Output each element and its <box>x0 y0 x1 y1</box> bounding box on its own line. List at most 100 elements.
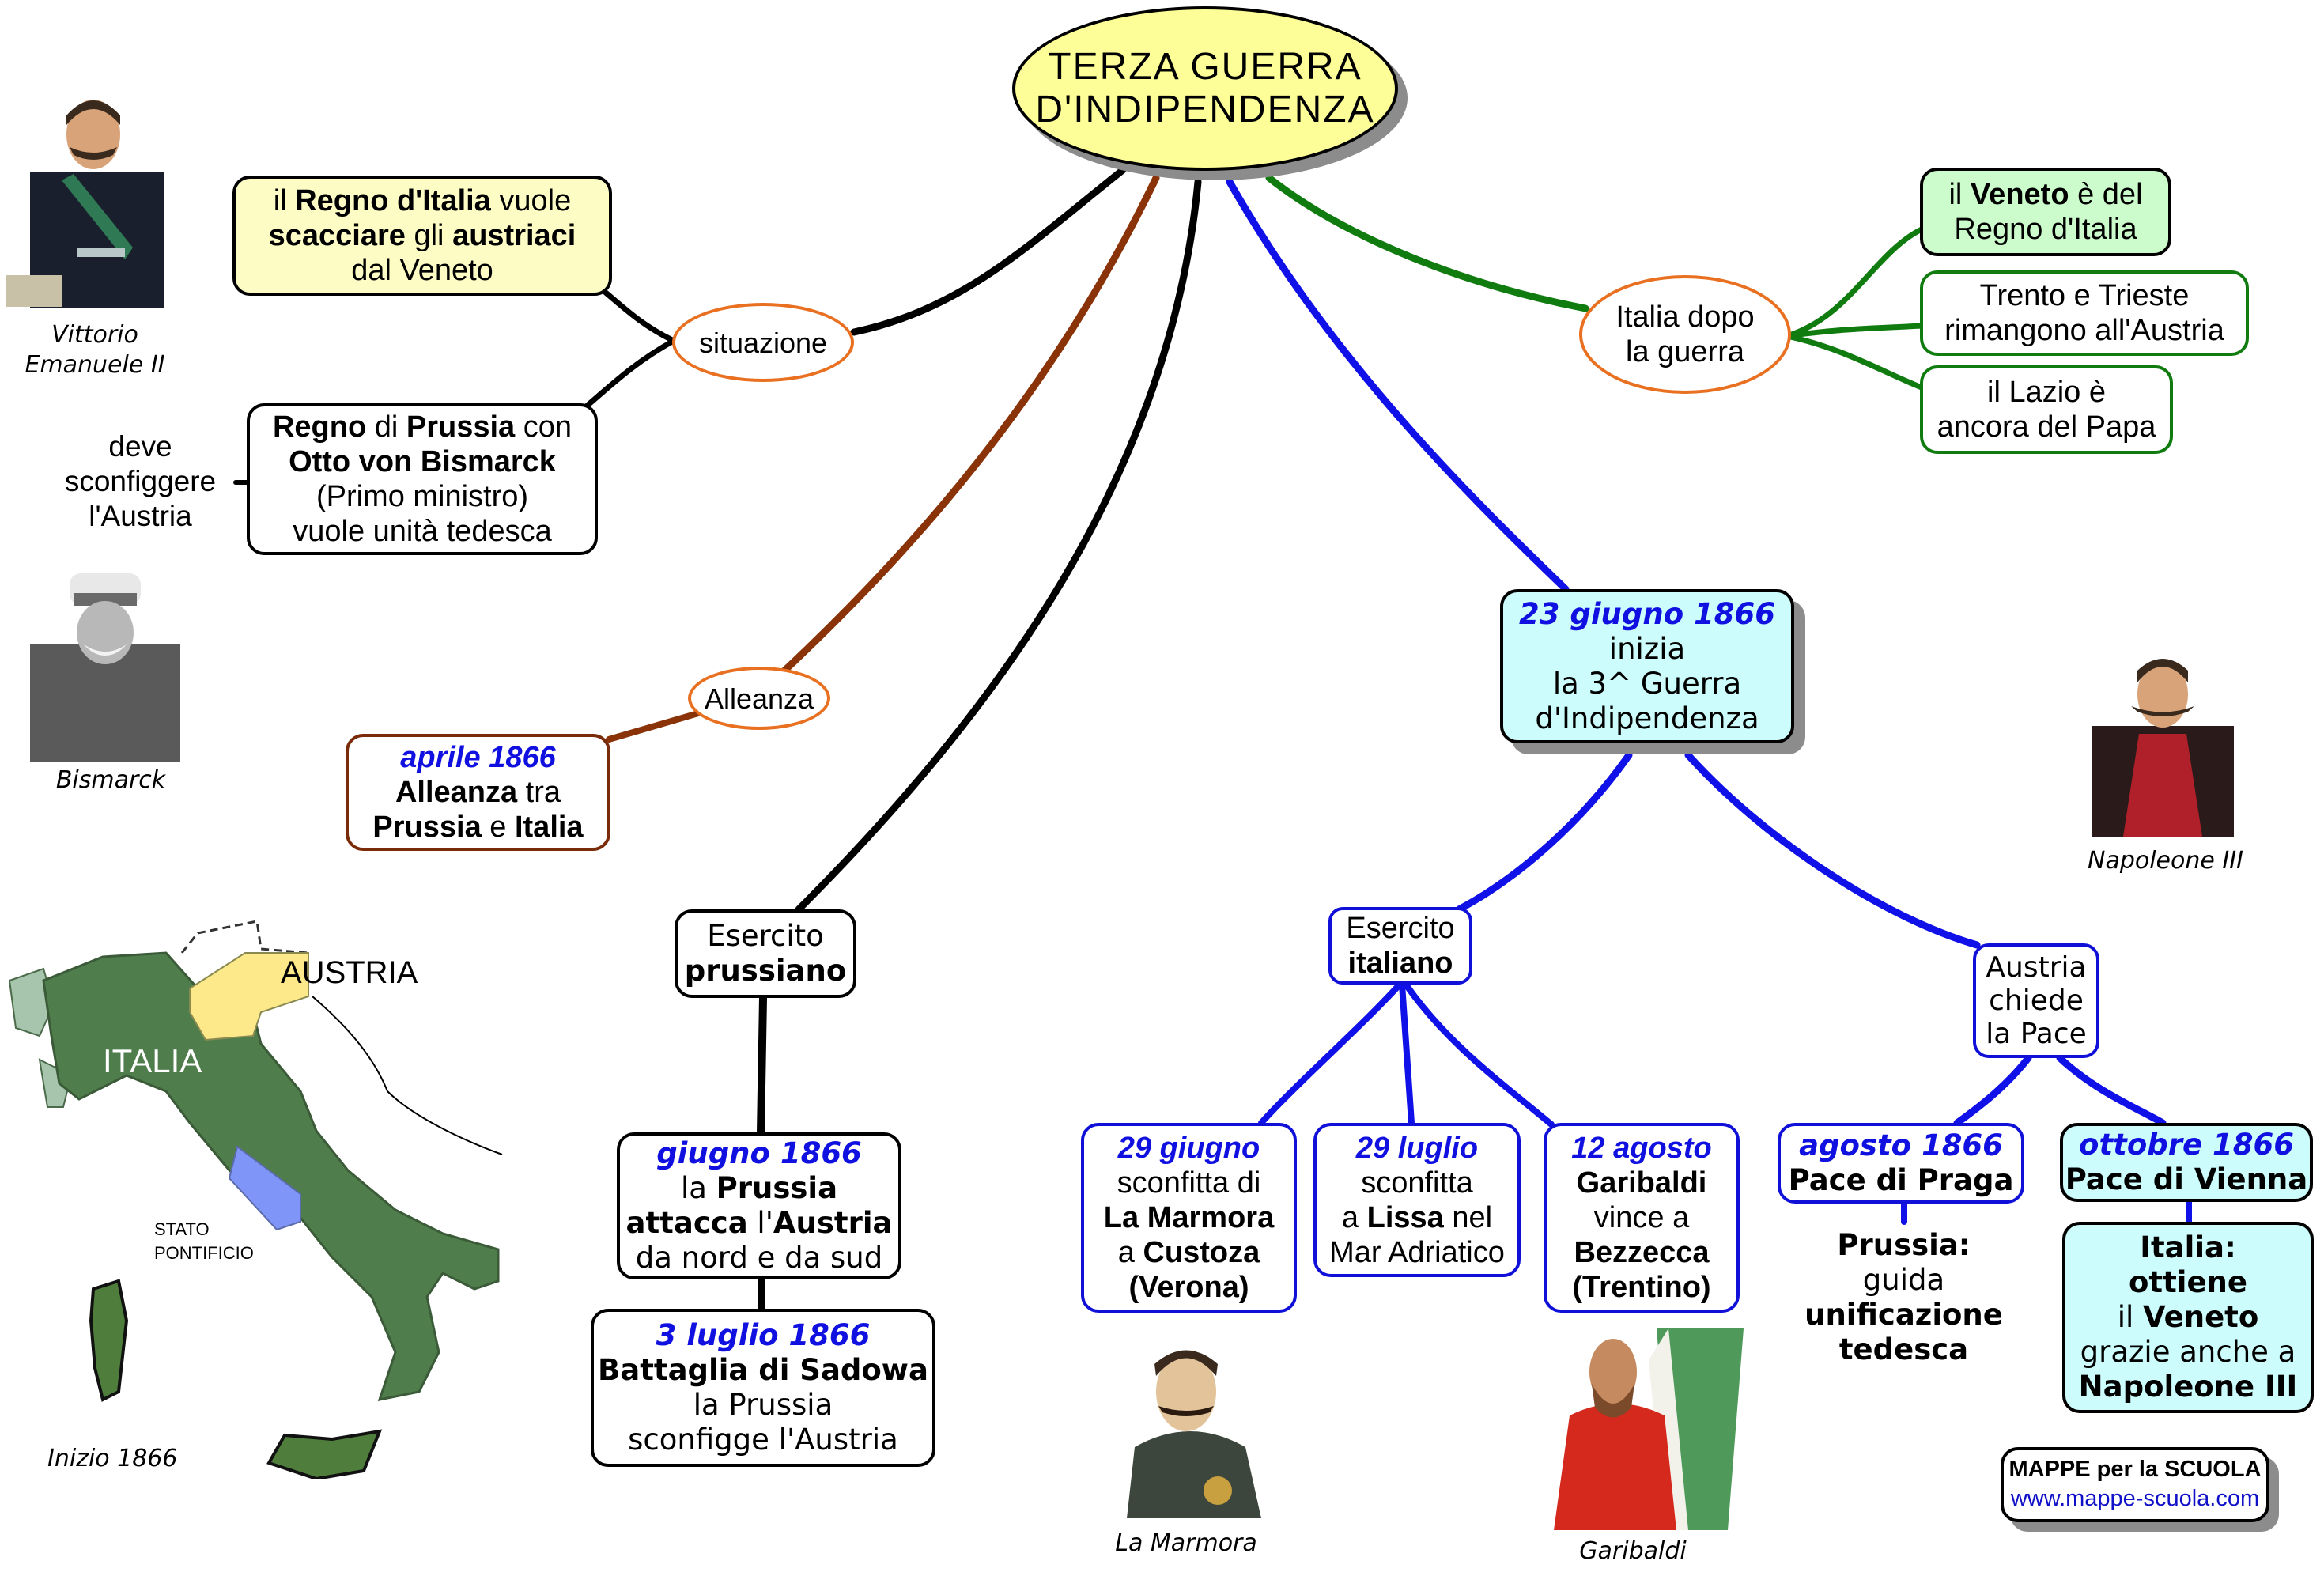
text-bold: attacca <box>625 1206 748 1240</box>
brand-badge[interactable]: MAPPE per la SCUOLA www.mappe-scuola.com <box>2001 1447 2269 1522</box>
node-inizio-guerra[interactable]: 23 giugno 1866 inizia la 3^ Guerra d'Ind… <box>1500 589 1794 743</box>
node-pace-praga[interactable]: agosto 1866 Pace di Praga <box>1778 1123 2024 1204</box>
node-italia-ottiene-veneto[interactable]: Italia: ottiene il Veneto grazie anche a… <box>2062 1222 2314 1413</box>
text-bold: Veneto <box>1970 178 2069 211</box>
node-giugno-1866[interactable]: giugno 1866 la Prussia attacca l'Austria… <box>617 1132 901 1279</box>
text: la Prussia <box>693 1388 833 1422</box>
date-label: aprile 1866 <box>400 741 556 774</box>
node-pace-vienna[interactable]: ottobre 1866 Pace di Vienna <box>2060 1123 2313 1202</box>
map-label-italia: ITALIA <box>103 1042 202 1079</box>
text-bold: Regno <box>272 410 367 444</box>
text-bold: Italia <box>514 811 584 844</box>
map-nice-region <box>8 967 55 1037</box>
text: il <box>273 184 296 217</box>
text-bold: Veneto <box>2143 1300 2259 1334</box>
text: e <box>481 811 515 844</box>
text-bold: Prussia: <box>1837 1228 1971 1262</box>
node-trento-trieste[interactable]: Trento e Trieste rimangono all'Austria <box>1920 270 2249 356</box>
text-bold: Alleanza <box>395 776 518 809</box>
date-label: 3 luglio 1866 <box>656 1318 871 1352</box>
portrait-vittorio-emanuele <box>6 85 179 308</box>
text: sconfitta <box>1361 1166 1473 1200</box>
node-austria-chiede-pace[interactable]: Austria chiede la Pace <box>1973 943 2099 1058</box>
map-stato-pontificio <box>228 1145 301 1231</box>
text: vuole <box>490 184 572 217</box>
node-regno-italia-vuole[interactable]: il Regno d'Italia vuole scacciare gli au… <box>232 176 612 296</box>
text: da nord e da sud <box>635 1241 883 1275</box>
date-label: 23 giugno 1866 <box>1519 596 1775 631</box>
caption-vittorio-emanuele: Vittorio Emanuele II <box>8 320 182 380</box>
text: chiede <box>1989 984 2084 1017</box>
node-esercito-italiano[interactable]: Esercito italiano <box>1328 907 1472 985</box>
title-line-2: D'INDIPENDENZA <box>1035 89 1375 130</box>
brand-name: MAPPE per la SCUOLA <box>2008 1457 2262 1482</box>
title-line-1: TERZA GUERRA <box>1048 46 1362 88</box>
caption-line: Vittorio <box>51 321 138 349</box>
text: la Pace <box>1986 1017 2087 1050</box>
text: Esercito <box>1346 912 1455 945</box>
node-battaglia-sadowa[interactable]: 3 luglio 1866 Battaglia di Sadowa la Pru… <box>591 1309 935 1467</box>
link-dopo-trento <box>1784 323 1925 339</box>
text: ancora del Papa <box>1937 410 2156 444</box>
caption-line: Garibaldi <box>1579 1537 1687 1565</box>
node-alleanza[interactable]: Alleanza <box>688 667 830 730</box>
caption-bismarck: Bismarck <box>32 765 190 796</box>
node-aprile-1866[interactable]: aprile 1866 Alleanza tra Prussia e Itali… <box>346 734 610 851</box>
text-bold: tedesca <box>1838 1332 1969 1366</box>
text-bold: Pace di Vienna <box>2065 1162 2308 1196</box>
link-alleanza-box <box>606 709 707 743</box>
text-bold: (Verona) <box>1128 1271 1249 1304</box>
node-veneto-regno-italia[interactable]: il Veneto è del Regno d'Italia <box>1920 168 2171 256</box>
caption-la-marmora: La Marmora <box>1103 1529 1269 1559</box>
map-veneto-region <box>189 952 309 1041</box>
node-esercito-prussiano[interactable]: Esercito prussiano <box>675 909 856 998</box>
text: grazie anche a <box>2080 1335 2296 1369</box>
portrait-napoleone <box>2092 639 2234 837</box>
brand-url-link[interactable]: www.mappe-scuola.com <box>2010 1486 2260 1511</box>
node-italia-dopo-guerra[interactable]: Italia dopo la guerra <box>1579 275 1791 394</box>
note-line: l'Austria <box>89 500 192 532</box>
text-bold: unificazione <box>1804 1298 2003 1332</box>
node-lissa[interactable]: 29 luglio sconfitta a Lissa nel Mar Adri… <box>1313 1123 1521 1277</box>
text-bold: Bezzecca <box>1574 1236 1710 1269</box>
text-bold: Otto von Bismarck <box>289 445 556 478</box>
text-bold: La Marmora <box>1103 1201 1275 1234</box>
text-bold: Napoleone III <box>2078 1370 2298 1404</box>
node-bezzecca[interactable]: 12 agosto Garibaldi vince a Bezzecca (Tr… <box>1544 1123 1740 1313</box>
caption-line: Emanuele II <box>25 351 165 379</box>
link-title-situazione <box>850 166 1127 336</box>
caption-map: Inizio 1866 <box>47 1444 206 1474</box>
note-deve-sconfiggere: deve sconfiggere l'Austria <box>55 429 225 534</box>
oval-label: Italia dopo <box>1615 300 1755 334</box>
caption-line: La Marmora <box>1115 1529 1257 1557</box>
oval-label: Alleanza <box>704 682 814 715</box>
node-situazione[interactable]: situazione <box>672 303 854 382</box>
link-title-alleanza <box>779 174 1160 676</box>
map-sicilia <box>266 1429 383 1479</box>
map-label-stato-pontificio: STATO PONTIFICIO <box>154 1218 254 1265</box>
node-custoza[interactable]: 29 giugno sconfitta di La Marmora a Cust… <box>1081 1123 1297 1313</box>
text-bold: (Trentino) <box>1572 1271 1711 1304</box>
link-prussiano-giugno <box>757 994 767 1136</box>
text: rimangono all'Austria <box>1944 314 2224 347</box>
map-label-line: STATO <box>154 1219 210 1239</box>
text-bold: Italia: <box>2140 1230 2236 1264</box>
text-bold: Prussia <box>716 1171 838 1205</box>
node-regno-prussia[interactable]: Regno di Prussia con Otto von Bismarck (… <box>247 403 598 555</box>
text-bold: Pace di Praga <box>1788 1163 2014 1197</box>
text: Esercito <box>707 919 824 953</box>
portrait-la-marmora <box>1111 1336 1269 1518</box>
text: (Primo ministro) <box>316 480 529 513</box>
link-austria-vienna <box>2056 1054 2167 1127</box>
text-bold: italiano <box>1347 947 1453 980</box>
text: d'Indipendenza <box>1535 701 1759 735</box>
person-portrait-icon <box>6 100 164 308</box>
node-lazio-papa[interactable]: il Lazio è ancora del Papa <box>1920 365 2173 454</box>
text-bold: scacciare <box>268 219 406 252</box>
text: vince a <box>1593 1201 1690 1234</box>
date-label: ottobre 1866 <box>2079 1128 2294 1162</box>
link-italiano-custoza <box>1258 981 1403 1126</box>
text: la <box>680 1171 716 1205</box>
link-title-prussiano <box>795 178 1202 913</box>
